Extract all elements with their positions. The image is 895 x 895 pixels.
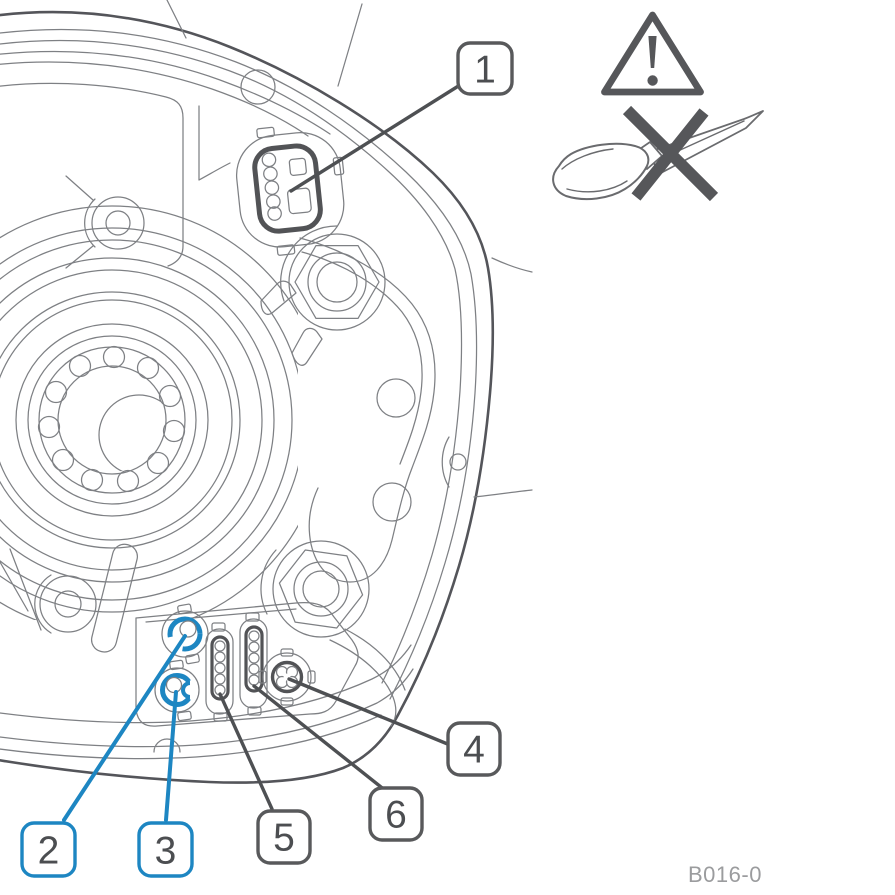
gasket-pocket xyxy=(260,237,436,583)
housing-outer-edge xyxy=(0,10,495,784)
crop-break-lines xyxy=(166,0,533,498)
leader-line-4 xyxy=(287,677,452,747)
bottom-contour-lines xyxy=(0,548,414,760)
gasket-rib xyxy=(260,280,323,366)
hex-bolt-bottom xyxy=(260,540,370,638)
lens-through-hole xyxy=(98,394,164,472)
right-edge-hole xyxy=(449,453,467,471)
lens-bayonet-ring xyxy=(37,345,186,494)
callout-number: 1 xyxy=(474,49,496,92)
connector-ring xyxy=(270,660,304,694)
hub-ring xyxy=(0,299,233,541)
callout-box-4: 4 xyxy=(446,721,502,777)
hub-ring xyxy=(0,257,275,583)
bayonet-outer-circle xyxy=(38,346,186,494)
screw-boss-bottom-left xyxy=(34,543,138,653)
gasket-hole xyxy=(376,378,416,418)
leader-line-5 xyxy=(218,692,274,811)
hex-bolt-top xyxy=(280,225,386,331)
callout-box-5: 5 xyxy=(256,809,312,865)
card-slot-left xyxy=(205,622,234,722)
slot-frame xyxy=(210,635,230,701)
bayonet-inner-circle xyxy=(57,365,167,475)
top-edge-hole xyxy=(240,69,276,105)
bayonet-teeth xyxy=(37,345,186,493)
no-screwdriver-icon xyxy=(552,105,764,202)
connector-clover xyxy=(275,665,299,689)
card-slot-right xyxy=(239,612,268,716)
hub-rings xyxy=(0,205,298,620)
gasket-hole xyxy=(372,482,412,522)
hub-ring xyxy=(0,205,298,620)
leader-line-3 xyxy=(164,690,178,822)
leader-line-6 xyxy=(252,684,388,793)
hub-ring xyxy=(0,239,293,601)
connector-body xyxy=(252,143,323,234)
callout-box-1: 1 xyxy=(456,41,514,96)
button-head xyxy=(179,620,197,638)
callout-boxes: 1 2 3 4 5 6 xyxy=(20,41,514,878)
warning-icons xyxy=(552,11,764,202)
figure-code: B016-0 xyxy=(688,862,762,887)
callout-number: 3 xyxy=(155,830,177,873)
hub-ring xyxy=(15,323,209,517)
screw-boss-top-left xyxy=(65,175,145,269)
hub-ring xyxy=(0,291,241,549)
control-button-top xyxy=(161,603,209,665)
leader-lines xyxy=(62,83,462,822)
slot-contacts xyxy=(214,640,226,696)
leader-line-1 xyxy=(289,83,462,193)
hub-ring xyxy=(0,227,298,613)
slot-frame xyxy=(244,625,264,693)
callout-box-6: 6 xyxy=(368,786,424,842)
connector-cutout xyxy=(235,131,345,248)
button-highlight-notch xyxy=(181,681,191,699)
right-edge-bulge xyxy=(441,436,450,488)
callout-number: 6 xyxy=(385,794,407,837)
warning-triangle-icon xyxy=(601,11,704,96)
callout-number: 2 xyxy=(38,830,60,873)
button-highlight-ring xyxy=(167,616,203,652)
cross-out-x xyxy=(622,105,719,202)
housing-outline xyxy=(0,0,533,784)
callout-number: 4 xyxy=(463,729,485,772)
connector-pins xyxy=(261,152,312,221)
hub-ring xyxy=(27,335,197,505)
callout-number: 5 xyxy=(273,817,295,860)
button-head xyxy=(165,676,183,694)
housing-tab xyxy=(90,543,138,653)
connector-platform xyxy=(135,601,359,727)
callout-box-3: 3 xyxy=(137,821,194,878)
housing-inner-contours xyxy=(0,28,478,700)
leader-line-2 xyxy=(62,634,187,822)
hub-ring xyxy=(0,269,263,571)
callout-box-2: 2 xyxy=(20,821,77,878)
io-connector-top xyxy=(235,126,345,256)
slot-contacts xyxy=(248,630,260,686)
